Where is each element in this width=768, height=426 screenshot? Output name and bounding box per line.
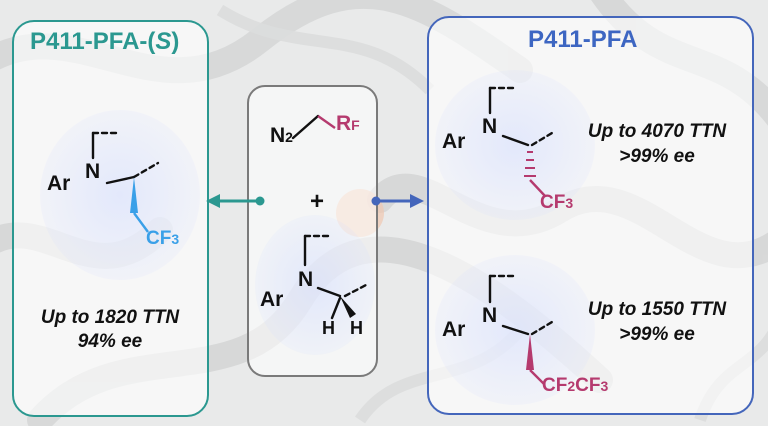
molecule-glow [40, 110, 200, 280]
left-n-label: N [85, 160, 101, 183]
molecule-glow [435, 70, 595, 220]
right2-ar-label: Ar [442, 318, 466, 341]
right1-n-label: N [482, 115, 498, 138]
center-h2-label: H [350, 318, 363, 338]
molecule-glow [255, 215, 375, 355]
plus-sign: + [310, 188, 325, 215]
left-ar-label: Ar [47, 172, 71, 195]
right1-ar-label: Ar [442, 130, 466, 153]
left-stat-ttn: Up to 1820 TTN [40, 307, 180, 328]
right2-stat-ttn: Up to 1550 TTN [587, 299, 727, 320]
center-h1-label: H [322, 318, 335, 338]
left-cf3-label: CF3 [146, 228, 180, 249]
right-panel-title: P411-PFA [528, 26, 638, 53]
center-rf-label: RF [336, 112, 360, 135]
right1-stat-ttn: Up to 4070 TTN [587, 121, 727, 142]
center-n-label: N [298, 268, 314, 291]
left-panel-title: P411-PFA-(S) [30, 28, 180, 55]
right2-cf2cf3-label: CF2CF3 [542, 375, 609, 396]
right2-n-label: N [482, 304, 498, 327]
center-ar-label: Ar [260, 288, 284, 311]
right1-cf3-label: CF3 [540, 192, 574, 213]
center-n2-label: N2 [270, 124, 293, 147]
left-stat-ee: 94% ee [77, 331, 143, 352]
right1-stat-ee: >99% ee [619, 146, 695, 167]
right2-stat-ee: >99% ee [619, 324, 695, 345]
